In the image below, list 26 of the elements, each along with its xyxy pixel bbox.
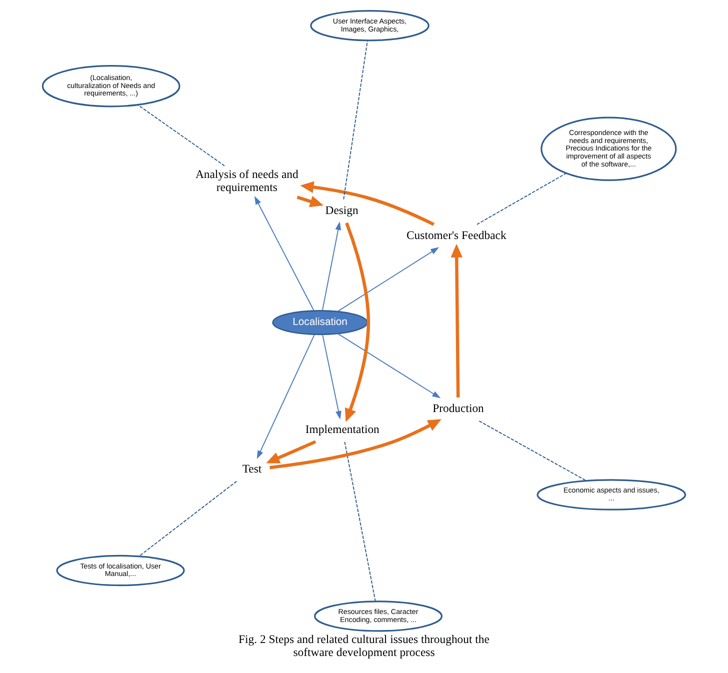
connector <box>343 40 368 200</box>
arrow <box>337 333 441 398</box>
node-text: Design <box>325 204 358 218</box>
connector <box>137 104 225 166</box>
arrow <box>322 221 342 311</box>
connector <box>344 441 376 602</box>
node-text: Analysis of needs and requirements <box>195 168 298 194</box>
node-text: Test <box>242 462 262 476</box>
connector <box>138 480 238 557</box>
arrow <box>266 440 316 464</box>
arrow <box>344 222 370 422</box>
caption: Fig. 2 Steps and related cultural issues throughout the software development process <box>238 632 490 659</box>
node-text: Customer's Feedback <box>406 229 506 242</box>
connector <box>476 172 567 225</box>
arrow <box>450 244 463 398</box>
connector <box>478 420 587 482</box>
arrow <box>337 247 440 312</box>
arrow <box>270 419 442 470</box>
arrow <box>296 196 324 208</box>
arrow <box>300 181 435 226</box>
node-text: Implementation <box>305 422 380 436</box>
node-text: Production <box>432 402 484 416</box>
node-ellipse: Localisation <box>272 310 368 336</box>
arrow <box>256 334 315 460</box>
arrow <box>254 196 314 312</box>
arrow <box>322 334 342 420</box>
